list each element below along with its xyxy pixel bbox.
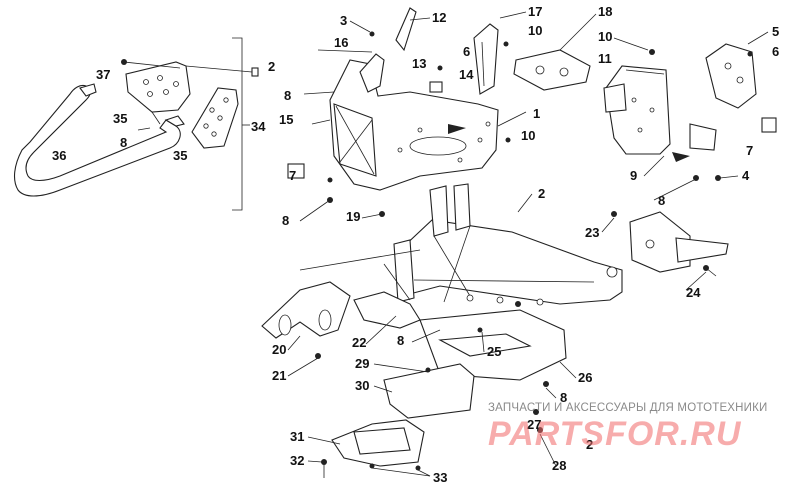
callout-labels: 1 2 2 2 3 4 5 6 6 7 7 8 8 8 8 8 8 9 10 1… bbox=[52, 4, 779, 485]
callout-label: 7 bbox=[746, 143, 753, 158]
callout-label: 6 bbox=[772, 44, 779, 59]
callout-label: 6 bbox=[463, 44, 470, 59]
callout-label: 2 bbox=[538, 186, 545, 201]
callout-label: 3 bbox=[340, 13, 347, 28]
callout-label: 36 bbox=[52, 148, 66, 163]
bumper-bracket-lower bbox=[191, 87, 239, 149]
callout-label: 26 bbox=[578, 370, 592, 385]
callout-label: 8 bbox=[397, 333, 404, 348]
callout-label: 14 bbox=[459, 67, 474, 82]
part-18-plate bbox=[513, 49, 591, 91]
callout-label: 12 bbox=[432, 10, 446, 25]
callout-label: 31 bbox=[290, 429, 304, 444]
front-bulkhead-group bbox=[287, 7, 591, 217]
part-12-strap bbox=[395, 7, 417, 52]
callout-label: 1 bbox=[533, 106, 540, 121]
right-mount-group bbox=[611, 211, 729, 277]
label-leaders bbox=[287, 11, 769, 477]
callout-label: 15 bbox=[279, 112, 293, 127]
bracket-part-5 bbox=[705, 43, 757, 109]
callout-label: 25 bbox=[487, 344, 501, 359]
right-top-group bbox=[603, 43, 777, 181]
callout-label: 30 bbox=[355, 378, 369, 393]
callout-label: 19 bbox=[346, 209, 360, 224]
callout-label: 27 bbox=[527, 417, 541, 432]
left-bracket-group bbox=[13, 37, 259, 211]
callout-label: 24 bbox=[686, 285, 701, 300]
callout-label: 10 bbox=[598, 29, 612, 44]
callout-label: 7 bbox=[289, 168, 296, 183]
callout-label: 4 bbox=[742, 168, 750, 183]
callout-label: 8 bbox=[284, 88, 291, 103]
callout-label: 8 bbox=[282, 213, 289, 228]
bottom-guards-group bbox=[321, 363, 475, 478]
callout-label: 37 bbox=[96, 67, 110, 82]
main-frame-group bbox=[353, 183, 623, 433]
callout-label: 21 bbox=[272, 368, 286, 383]
mount-part-23 bbox=[629, 211, 691, 273]
group-bracket-34 bbox=[232, 37, 243, 211]
callout-label: 23 bbox=[585, 225, 599, 240]
skid-plate-part-30 bbox=[383, 363, 475, 419]
callout-label: 22 bbox=[352, 335, 366, 350]
callout-label: 8 bbox=[560, 390, 567, 405]
callout-label: 35 bbox=[173, 148, 187, 163]
callout-label: 10 bbox=[528, 23, 542, 38]
callout-label: 9 bbox=[630, 168, 637, 183]
part-17-shield bbox=[473, 23, 499, 95]
callout-label: 11 bbox=[598, 51, 612, 66]
callout-label: 5 bbox=[772, 24, 779, 39]
bumper-bracket-upper bbox=[125, 61, 191, 113]
callout-label: 10 bbox=[521, 128, 535, 143]
callout-label: 18 bbox=[598, 4, 612, 19]
callout-label: 34 bbox=[251, 119, 266, 134]
left-lower-group bbox=[261, 281, 351, 359]
callout-label: 13 bbox=[412, 56, 426, 71]
mount-part-22 bbox=[353, 291, 421, 329]
callout-label: 8 bbox=[120, 135, 127, 150]
callout-label: 2 bbox=[586, 437, 593, 452]
callout-label: 8 bbox=[658, 193, 665, 208]
callout-label: 32 bbox=[290, 453, 304, 468]
callout-label: 20 bbox=[272, 342, 286, 357]
callout-label: 28 bbox=[552, 458, 566, 473]
callout-label: 33 bbox=[433, 470, 447, 485]
mount-part-20 bbox=[261, 281, 351, 339]
callout-label: 17 bbox=[528, 4, 542, 19]
callout-label: 2 bbox=[268, 59, 275, 74]
callout-label: 16 bbox=[334, 35, 348, 50]
callout-label: 29 bbox=[355, 356, 369, 371]
callout-label: 35 bbox=[113, 111, 127, 126]
